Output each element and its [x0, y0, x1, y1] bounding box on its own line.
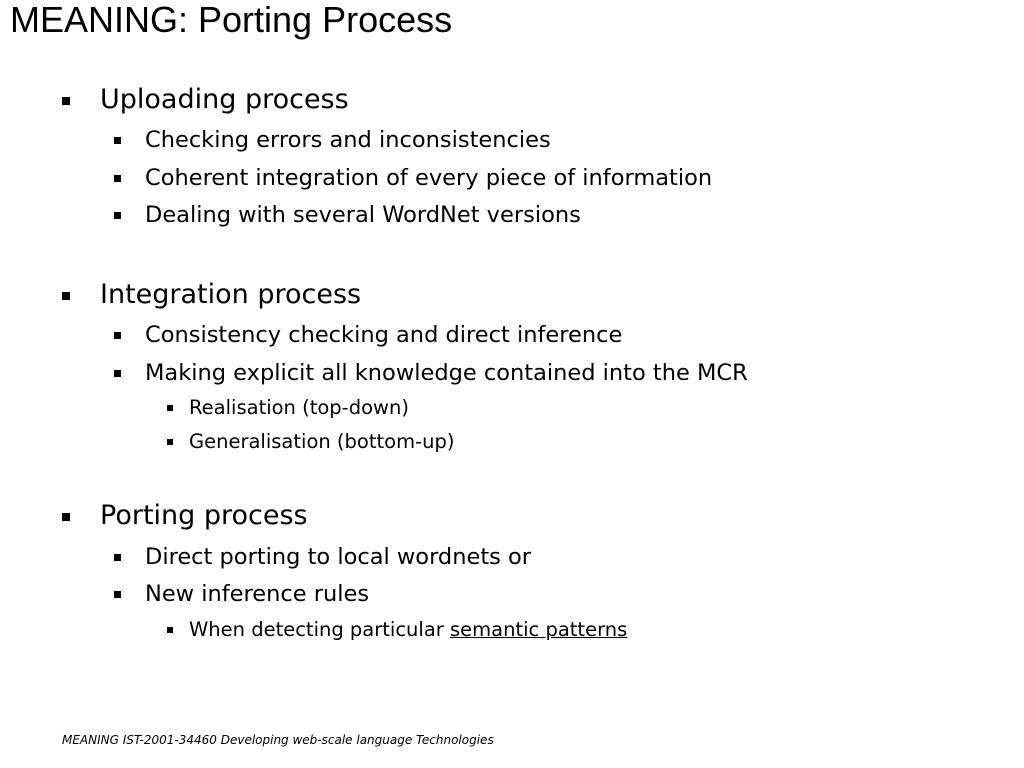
semantic-patterns-link[interactable]: semantic patterns: [450, 618, 628, 641]
square-bullet-icon: [114, 332, 121, 339]
bullet-text: Consistency checking and direct inferenc…: [145, 322, 623, 348]
bullet-text: New inference rules: [145, 581, 370, 607]
bullet-integration-process: Integration process: [62, 279, 361, 311]
bullet-text: Integration process: [100, 279, 362, 310]
square-bullet-icon: [62, 513, 70, 521]
bullet-text: Coherent integration of every piece of i…: [145, 165, 713, 191]
slide-footer: MEANING IST-2001-34460 Developing web-sc…: [62, 733, 494, 747]
slide-title: MEANING: Porting Process: [10, 0, 453, 40]
square-bullet-icon: [114, 370, 121, 377]
bullet-text: Uploading process: [100, 84, 349, 115]
bullet-dealing-wordnet: Dealing with several WordNet versions: [114, 201, 581, 229]
bullet-text: When detecting particular: [189, 618, 451, 641]
square-bullet-icon: [167, 405, 173, 411]
bullet-text: Checking errors and inconsistencies: [145, 127, 551, 153]
square-bullet-icon: [62, 292, 70, 300]
bullet-coherent-integration: Coherent integration of every piece of i…: [114, 164, 712, 192]
bullet-text: Generalisation (bottom-up): [189, 430, 455, 453]
square-bullet-icon: [114, 591, 121, 598]
bullet-making-explicit: Making explicit all knowledge contained …: [114, 359, 748, 387]
bullet-text: Making explicit all knowledge contained …: [145, 360, 748, 386]
square-bullet-icon: [114, 175, 121, 182]
bullet-generalisation: Generalisation (bottom-up): [167, 430, 454, 454]
bullet-consistency-checking: Consistency checking and direct inferenc…: [114, 321, 622, 349]
bullet-realisation: Realisation (top-down): [167, 396, 409, 420]
bullet-checking-errors: Checking errors and inconsistencies: [114, 126, 551, 154]
bullet-text: Porting process: [100, 500, 308, 531]
bullet-text: Direct porting to local wordnets or: [145, 544, 532, 570]
bullet-uploading-process: Uploading process: [62, 84, 349, 116]
bullet-detecting-patterns: When detecting particular semantic patte…: [167, 618, 627, 642]
square-bullet-icon: [167, 439, 173, 445]
square-bullet-icon: [114, 137, 121, 144]
bullet-porting-process: Porting process: [62, 500, 308, 532]
bullet-direct-porting: Direct porting to local wordnets or: [114, 543, 531, 571]
square-bullet-icon: [62, 97, 70, 105]
bullet-text: Realisation (top-down): [189, 396, 409, 419]
square-bullet-icon: [167, 627, 173, 633]
bullet-text: Dealing with several WordNet versions: [145, 202, 581, 228]
square-bullet-icon: [114, 212, 121, 219]
square-bullet-icon: [114, 554, 121, 561]
bullet-new-inference-rules: New inference rules: [114, 580, 369, 608]
